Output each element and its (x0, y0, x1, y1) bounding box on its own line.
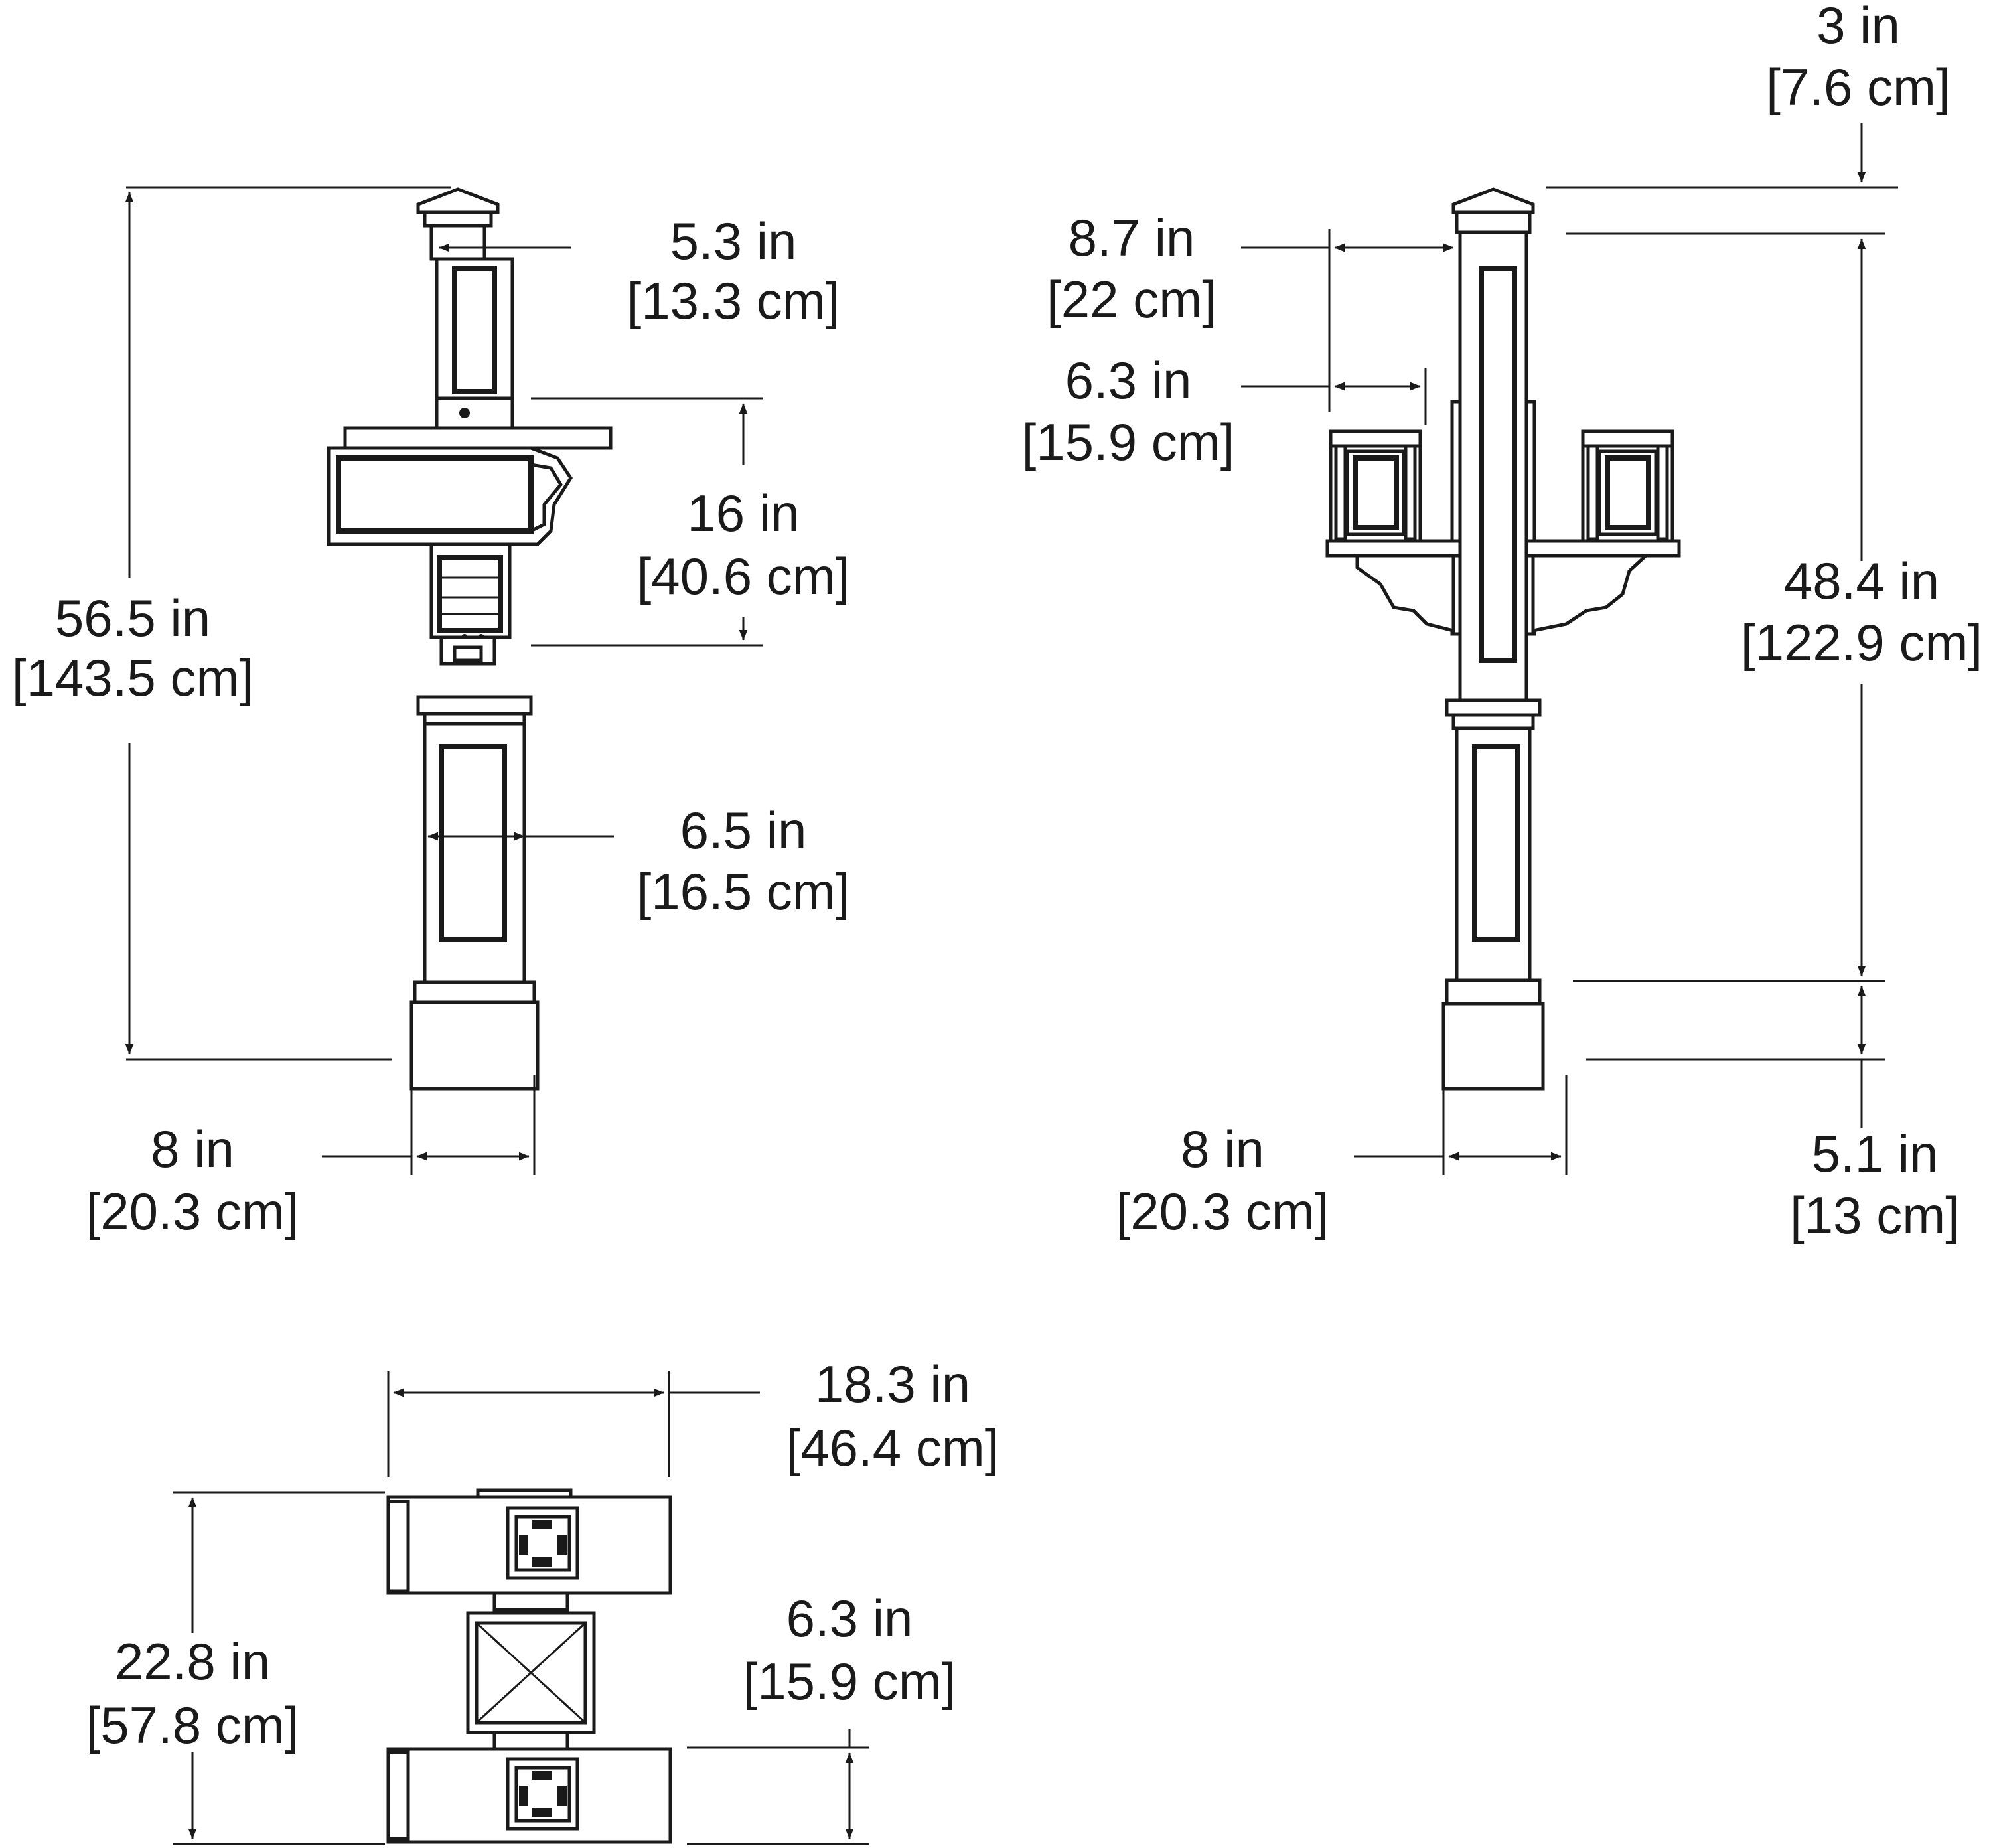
arm-reach-in: 8.7 in (1069, 208, 1195, 267)
box-height-cm: [40.6 cm] (637, 547, 850, 605)
top-lantern-width-in: 6.3 in (786, 1589, 913, 1648)
lantern-width-in: 6.3 in (1065, 351, 1192, 410)
dimension-labels: 56.5 in [143.5 cm] 5.3 in [13.3 cm] 16 i… (12, 0, 1982, 1754)
post-width-mid-cm: [16.5 cm] (637, 862, 850, 921)
base-height-cm: [13 cm] (1790, 1186, 1960, 1245)
base-width-right-cm: [20.3 cm] (1116, 1182, 1329, 1241)
top-depth-in: 22.8 in (115, 1632, 270, 1691)
height-total-in: 56.5 in (55, 589, 210, 647)
base-height-in: 5.1 in (1812, 1124, 1939, 1183)
post-height-in: 48.4 in (1784, 552, 1939, 610)
box-height-in: 16 in (687, 484, 799, 542)
top-depth-cm: [57.8 cm] (86, 1696, 299, 1754)
base-width-left-in: 8 in (151, 1120, 234, 1178)
top-width-in: 18.3 in (815, 1355, 970, 1413)
front-view-drawing (327, 187, 613, 1091)
top-view-drawing (386, 1488, 672, 1844)
base-width-right-in: 8 in (1181, 1120, 1264, 1178)
height-total-cm: [143.5 cm] (12, 649, 254, 707)
side-view-dimensions (1241, 123, 1898, 1175)
front-view-dimensions (125, 186, 763, 1175)
cap-height-in: 3 in (1816, 0, 1900, 54)
top-width-cm: [46.4 cm] (786, 1419, 999, 1477)
top-view-dimensions (173, 1371, 869, 1845)
cap-height-cm: [7.6 cm] (1766, 58, 1950, 116)
post-height-cm: [122.9 cm] (1741, 613, 1982, 672)
post-width-top-in: 5.3 in (670, 212, 797, 270)
base-width-left-cm: [20.3 cm] (86, 1182, 299, 1241)
arm-reach-cm: [22 cm] (1047, 270, 1217, 329)
side-view-drawing (1325, 187, 1681, 1091)
post-width-mid-in: 6.5 in (680, 801, 807, 860)
top-lantern-width-cm: [15.9 cm] (743, 1652, 956, 1711)
lantern-width-cm: [15.9 cm] (1022, 413, 1235, 471)
post-width-top-cm: [13.3 cm] (627, 271, 840, 330)
